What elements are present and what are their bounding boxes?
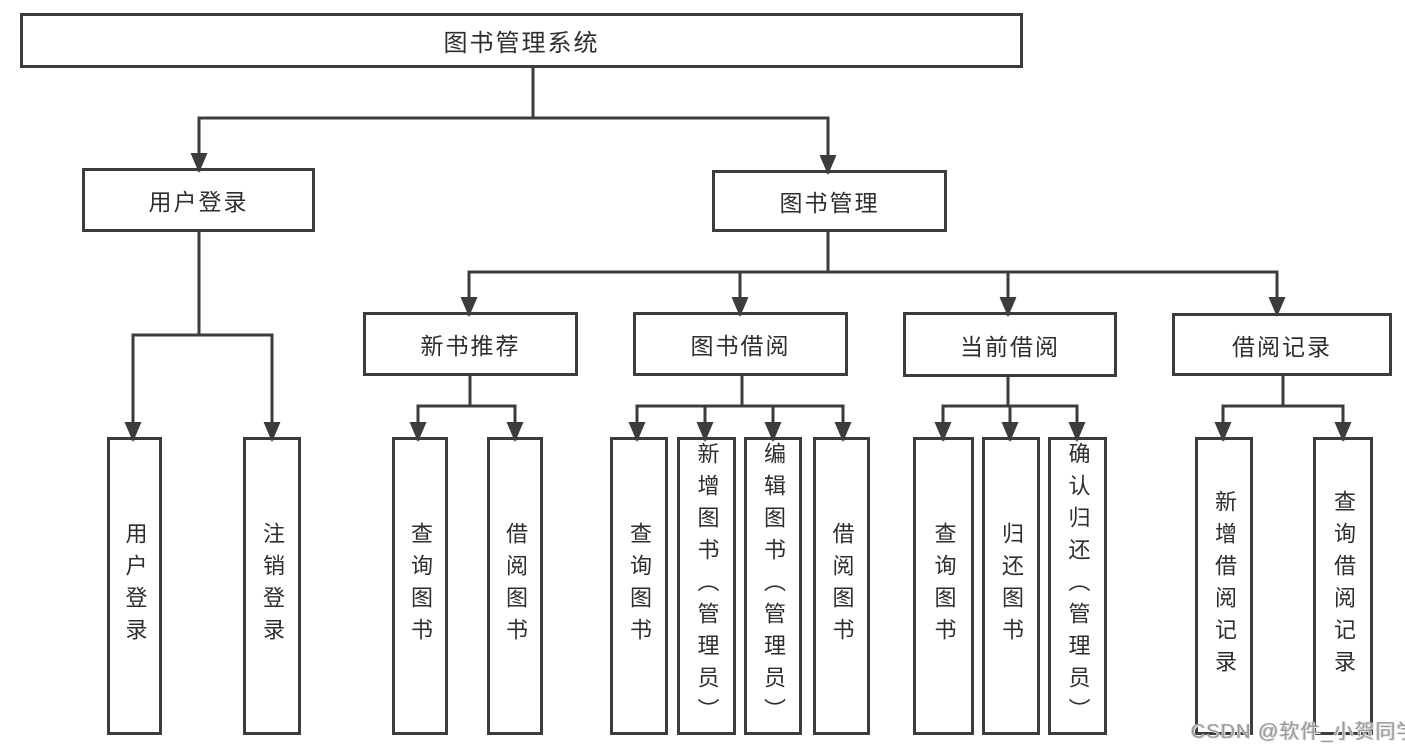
leaf-borrowing-query-books-label: 查询图书: [627, 522, 652, 650]
node-new-book-recommendation-label: 新书推荐: [420, 333, 521, 359]
leaf-confirm-return-admin-label: 确认归还（管理员）: [1065, 442, 1091, 730]
leaf-confirm-return-admin: 确认归还（管理员）: [1048, 437, 1107, 735]
leaf-user-login-label: 用户登录: [122, 522, 148, 650]
node-book-borrowing-label: 图书借阅: [690, 333, 791, 359]
leaf-query-borrow-record-label: 查询借阅记录: [1331, 490, 1356, 682]
node-new-book-recommendation: 新书推荐: [363, 312, 578, 376]
leaf-query-borrow-record: 查询借阅记录: [1313, 437, 1373, 735]
leaf-edit-books-admin: 编辑图书（管理员）: [744, 437, 802, 735]
leaf-recommend-query-books: 查询图书: [392, 437, 448, 735]
node-library-system-label: 图书管理系统: [443, 30, 600, 57]
node-user-login: 用户登录: [82, 168, 315, 232]
node-borrowing-records: 借阅记录: [1172, 313, 1392, 376]
leaf-add-borrow-record: 新增借阅记录: [1195, 437, 1253, 735]
node-borrowing-records-label: 借阅记录: [1232, 333, 1332, 360]
csdn-watermark: CSDN @软件_小贺同学: [1191, 721, 1405, 743]
leaf-add-borrow-record-label: 新增借阅记录: [1212, 490, 1237, 682]
leaf-return-books-label: 归还图书: [999, 522, 1024, 650]
leaf-user-login: 用户登录: [107, 437, 162, 735]
leaf-current-query-books-label: 查询图书: [931, 522, 957, 650]
leaf-borrowing-borrow-books-label: 借阅图书: [829, 522, 855, 650]
leaf-borrowing-borrow-books: 借阅图书: [813, 437, 870, 735]
node-user-login-label: 用户登录: [148, 189, 249, 215]
leaf-add-books-admin: 新增图书（管理员）: [677, 437, 736, 735]
node-current-borrowing-label: 当前借阅: [960, 333, 1060, 360]
leaf-logout: 注销登录: [243, 437, 301, 735]
node-book-borrowing: 图书借阅: [633, 312, 848, 376]
leaf-recommend-borrow-books: 借阅图书: [487, 437, 543, 735]
leaf-edit-books-admin-label: 编辑图书（管理员）: [761, 442, 786, 730]
leaf-return-books: 归还图书: [982, 437, 1040, 735]
node-library-system: 图书管理系统: [20, 13, 1023, 68]
leaf-recommend-borrow-books-label: 借阅图书: [503, 522, 528, 650]
leaf-add-books-admin-label: 新增图书（管理员）: [694, 442, 720, 730]
leaf-current-query-books: 查询图书: [913, 437, 974, 735]
leaf-recommend-query-books-label: 查询图书: [408, 522, 433, 650]
node-book-management-label: 图书管理: [779, 190, 880, 216]
node-current-borrowing: 当前借阅: [903, 312, 1117, 377]
node-book-management: 图书管理: [712, 170, 947, 232]
leaf-borrowing-query-books: 查询图书: [610, 437, 668, 735]
leaf-logout-label: 注销登录: [260, 522, 285, 650]
